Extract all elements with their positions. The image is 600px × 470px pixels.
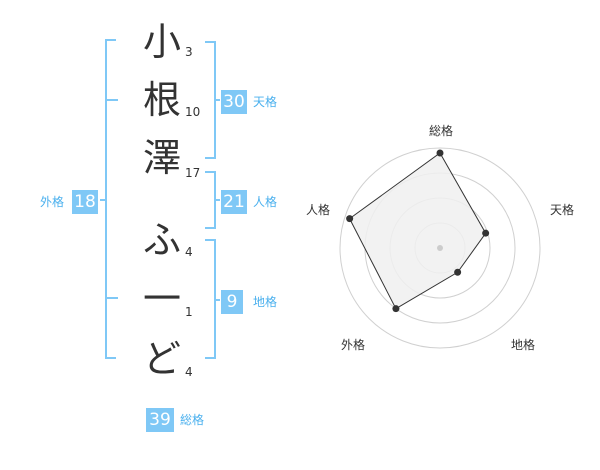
stroke-count-3: 17: [185, 166, 201, 180]
jinkaku-label: 人格: [253, 195, 278, 209]
stroke-count-4: 4: [185, 245, 193, 259]
name-char-6: ど: [142, 337, 181, 381]
radar-label-tenkaku: 天格: [549, 203, 574, 217]
soukaku-label: 総格: [180, 413, 205, 427]
soukaku-badge: 39: [146, 408, 174, 432]
radar-point-5: [346, 215, 354, 223]
stroke-count-1: 3: [185, 45, 193, 59]
radar-label-soukaku: 総格: [428, 124, 453, 138]
stroke-count-5: 1: [185, 305, 193, 319]
radar-label-chikaku: 地格: [510, 338, 535, 352]
radar-point-3: [454, 268, 462, 276]
name-char-2: 根: [142, 78, 181, 122]
radar-point-4: [392, 305, 400, 313]
tenkaku-badge: 30: [221, 90, 247, 114]
gaikaku-label: 外格: [40, 195, 65, 209]
chikaku-badge: 9: [221, 290, 243, 314]
stroke-count-6: 4: [185, 365, 193, 379]
radar-center: [437, 245, 443, 251]
jinkaku-badge: 21: [221, 190, 247, 214]
radar-point-2: [482, 229, 490, 237]
name-char-3: 澤: [142, 136, 181, 180]
name-char-5: 一: [142, 277, 181, 321]
radar-label-gaikaku: 外格: [340, 338, 365, 352]
stroke-count-2: 10: [185, 105, 201, 119]
tenkaku-label: 天格: [253, 95, 278, 109]
radar-label-jinkaku: 人格: [305, 203, 330, 217]
radar-point-1: [436, 149, 444, 157]
name-char-1: 小: [142, 20, 181, 64]
radar-points: [346, 149, 490, 313]
radar-polygon: [348, 152, 487, 310]
radar-chart: [339, 147, 541, 349]
name-char-4: ふ: [142, 218, 181, 262]
chikaku-label: 地格: [253, 295, 278, 309]
radar-ring-4: [339, 147, 541, 349]
gaikaku-badge: 18: [72, 190, 98, 214]
